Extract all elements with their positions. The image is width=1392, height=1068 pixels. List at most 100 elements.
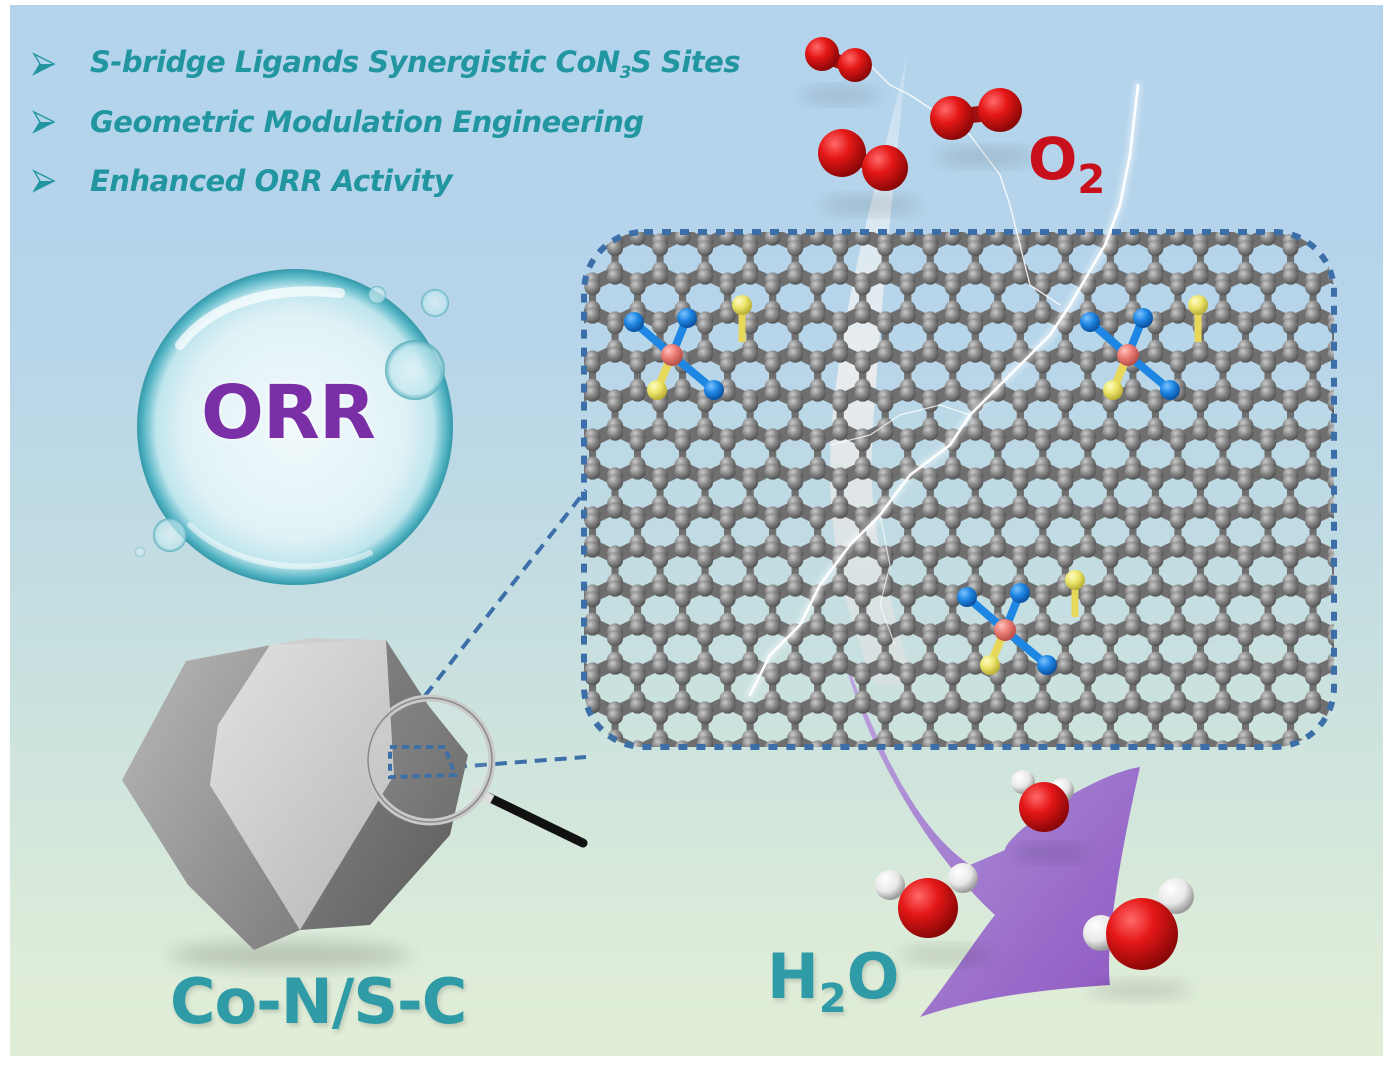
carbon-atom xyxy=(629,541,646,558)
c-c-bond xyxy=(1313,199,1336,210)
c-c-bond xyxy=(1245,777,1268,788)
carbon-atom xyxy=(652,708,669,725)
carbon-atom xyxy=(877,318,894,335)
carbon-atom xyxy=(1373,396,1383,412)
carbon-atom xyxy=(967,736,984,747)
carbon-atom xyxy=(832,786,848,802)
carbon-atom xyxy=(922,424,939,441)
carbon-atom xyxy=(539,357,555,373)
carbon-atom xyxy=(944,697,961,714)
carbon-atom xyxy=(674,619,691,636)
carbon-atom xyxy=(764,669,781,686)
c-c-bond xyxy=(1336,816,1359,827)
c-c-bond xyxy=(728,816,751,827)
carbon-atom xyxy=(719,669,736,686)
carbon-atom xyxy=(719,541,736,558)
carbon-atom xyxy=(1350,457,1366,473)
c-c-bond xyxy=(953,777,976,788)
carbon-atom xyxy=(1283,808,1299,824)
carbon-atom xyxy=(1124,463,1141,480)
carbon-atom xyxy=(1350,357,1366,373)
c-c-bond xyxy=(1313,784,1336,795)
carbon-atom xyxy=(1237,346,1254,363)
carbon-atom xyxy=(1237,630,1254,647)
carbon-atom xyxy=(1282,580,1299,597)
carbon-atom xyxy=(1214,513,1231,530)
illustration-canvas xyxy=(122,37,1383,1017)
carbon-atom xyxy=(742,779,758,795)
c-c-bond xyxy=(930,777,953,788)
carbon-atom xyxy=(1260,740,1277,747)
c-c-bond xyxy=(1223,816,1246,827)
c-c-bond xyxy=(1313,816,1336,827)
carbon-atom xyxy=(1237,708,1254,725)
c-c-bond xyxy=(1332,232,1334,245)
carbon-atom xyxy=(1169,619,1186,636)
carbon-atom xyxy=(765,769,781,785)
carbon-atom xyxy=(787,346,804,363)
carbon-atom xyxy=(1305,818,1321,834)
carbon-atom xyxy=(764,697,781,714)
carbon-atom xyxy=(562,623,578,639)
c-c-bond xyxy=(1268,199,1291,210)
carbon-atom xyxy=(989,697,1006,714)
highlight-item: S-bridge Ligands Synergistic CoN3S Sites xyxy=(32,45,741,83)
carbon-atom xyxy=(1350,386,1366,402)
c-c-bond xyxy=(975,199,998,210)
carbon-atom xyxy=(584,385,601,402)
carbon-atom xyxy=(1237,552,1254,569)
sulfur-atom xyxy=(1065,570,1085,590)
carbon-atom xyxy=(742,396,759,413)
carbon-atom xyxy=(675,769,691,785)
carbon-atom xyxy=(1057,708,1074,725)
carbon-atom xyxy=(877,552,894,569)
carbon-atom xyxy=(1192,191,1208,207)
carbon-atom xyxy=(1102,552,1119,569)
carbon-atom xyxy=(629,697,646,714)
carbon-atom xyxy=(922,708,939,725)
carbon-atom xyxy=(1214,463,1231,480)
c-c-bond xyxy=(795,816,818,827)
carbon-atom xyxy=(697,808,713,824)
carbon-atom xyxy=(584,232,601,246)
c-c-bond xyxy=(953,199,976,210)
carbon-atom xyxy=(967,191,983,207)
carbon-atom xyxy=(1350,613,1366,629)
carbon-atom xyxy=(539,457,555,473)
c-c-bond xyxy=(638,777,661,788)
carbon-atom xyxy=(719,619,736,636)
carbon-atom xyxy=(584,357,601,374)
carbon-atom xyxy=(787,779,803,795)
c-c-bond xyxy=(1332,585,1334,603)
carbon-atom xyxy=(899,541,916,558)
c-c-bond xyxy=(930,199,953,210)
carbon-atom xyxy=(1079,740,1096,747)
carbon-atom xyxy=(922,779,938,795)
c-c-bond xyxy=(584,234,597,252)
o2-molecules xyxy=(800,37,1035,214)
c-c-bond xyxy=(750,777,773,788)
nitrogen-atom xyxy=(677,308,697,328)
carbon-atom xyxy=(1373,630,1383,646)
c-c-bond xyxy=(547,199,570,210)
carbon-atom xyxy=(1237,474,1254,491)
carbon-atom xyxy=(809,513,826,530)
carbon-atom xyxy=(1057,268,1074,285)
nitrogen-atom xyxy=(1133,308,1153,328)
carbon-atom xyxy=(1350,747,1366,763)
carbon-atom xyxy=(1147,580,1164,597)
carbon-atom xyxy=(1237,424,1254,441)
c-c-bond xyxy=(1358,270,1381,281)
carbon-atom xyxy=(719,357,736,374)
c-c-bond xyxy=(1133,816,1156,827)
carbon-atom xyxy=(1169,740,1186,747)
c-c-bond xyxy=(773,199,796,210)
carbon-atom xyxy=(539,279,555,295)
carbon-atom xyxy=(922,191,938,207)
carbon-atom xyxy=(607,191,623,207)
c-c-bond xyxy=(1155,784,1178,795)
carbon-atom xyxy=(1124,435,1141,452)
carbon-atom xyxy=(1260,463,1277,480)
arrowhead-bullet-icon xyxy=(32,52,56,76)
carbon-atom xyxy=(832,240,849,257)
